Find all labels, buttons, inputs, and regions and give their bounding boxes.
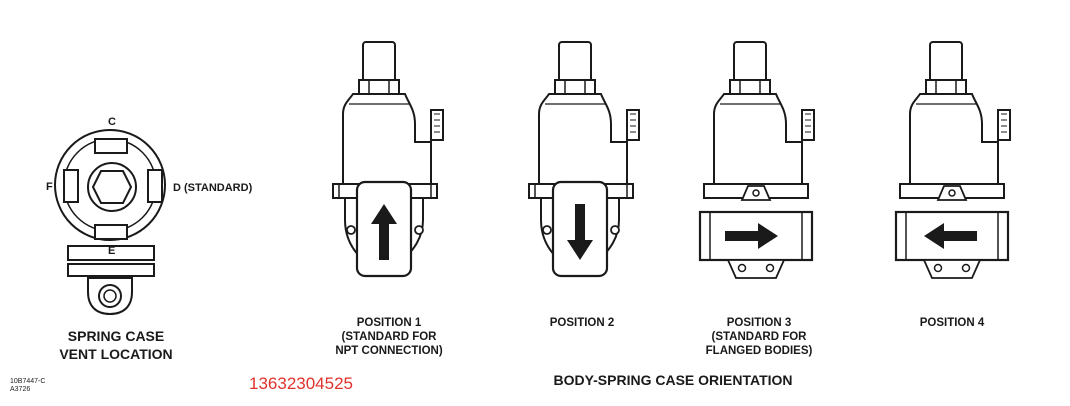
code-line: 10B7447-C	[10, 378, 46, 385]
vent-location-view	[54, 129, 166, 316]
caption-line: (STANDARD FOR	[341, 331, 437, 344]
caption-line: POSITION 2	[549, 317, 615, 329]
vent-letter-top: C	[108, 116, 116, 128]
caption-line: POSITION 1	[356, 317, 422, 329]
regulator-position-2	[527, 40, 641, 278]
diagram-title: BODY-SPRING CASE ORIENTATION	[553, 372, 793, 388]
position-4-caption: POSITION 4	[867, 316, 1037, 330]
vent-letter-left: F	[46, 181, 53, 193]
regulator-position-1	[331, 40, 445, 278]
caption-line: FLANGED BODIES)	[705, 345, 813, 358]
flow-arrow-left	[924, 223, 977, 249]
position-1-caption: POSITION 1 (STANDARD FOR NPT CONNECTION)	[304, 316, 474, 358]
flow-arrow-right	[725, 223, 778, 249]
caption-line: (STANDARD FOR	[711, 331, 807, 344]
figure-code: 10B7447-C A3726	[10, 378, 45, 394]
caption-line: NPT CONNECTION)	[335, 345, 443, 358]
position-3-caption: POSITION 3 (STANDARD FOR FLANGED BODIES)	[674, 316, 844, 358]
position-2-caption: POSITION 2	[497, 316, 667, 330]
caption-line: POSITION 4	[919, 317, 985, 329]
flow-arrow-down	[567, 204, 593, 260]
regulator-position-3	[698, 40, 816, 280]
vent-letter-bottom: E	[108, 245, 116, 257]
regulator-position-4	[894, 40, 1012, 280]
vent-location-title: SPRING CASE VENT LOCATION	[16, 327, 216, 363]
flow-arrow-up	[371, 204, 397, 260]
phone-watermark: 13632304525	[249, 374, 354, 393]
code-line: A3726	[10, 386, 31, 394]
caption-line: POSITION 3	[726, 317, 792, 329]
vent-title-line: VENT LOCATION	[59, 346, 173, 363]
vent-letter-right: D (STANDARD)	[173, 182, 253, 194]
vent-title-line: SPRING CASE	[67, 328, 165, 344]
